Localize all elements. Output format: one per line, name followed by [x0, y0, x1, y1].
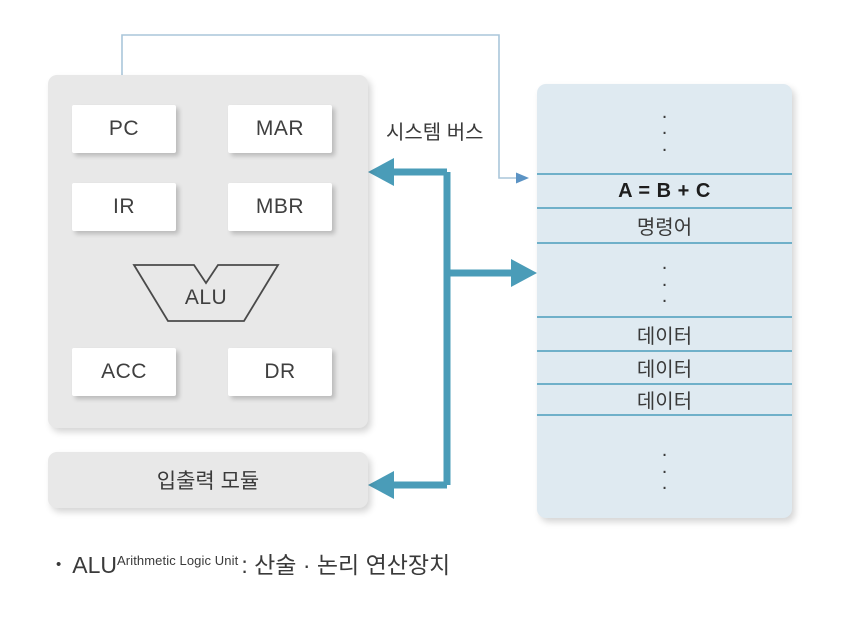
alu-shape-icon: [132, 264, 280, 322]
memory-divider: [537, 414, 792, 416]
memory-divider: [537, 173, 792, 175]
caption: • ALU Arithmetic Logic Unit : 산술 · 논리 연산…: [56, 546, 450, 580]
caption-definition: : 산술 · 논리 연산장치: [241, 552, 451, 578]
memory-row-instruction[interactable]: A = B + C: [537, 175, 792, 207]
memory-divider: [537, 207, 792, 209]
memory-divider: [537, 350, 792, 352]
memory-row-instruction-word[interactable]: 명령어: [537, 209, 792, 242]
caption-superscript: Arithmetic Logic Unit: [117, 553, 239, 568]
register-pc[interactable]: PC: [72, 105, 176, 153]
memory-row-dots-bottom: ...: [537, 416, 792, 518]
memory-row-data-2[interactable]: 데이터: [537, 352, 792, 383]
caption-term: ALU: [72, 552, 118, 578]
memory-row-data-3-label: 데이터: [636, 391, 693, 413]
vertical-dots-icon: ...: [661, 100, 668, 156]
register-acc[interactable]: ACC: [72, 348, 176, 396]
alu-label: ALU: [184, 286, 228, 309]
memory-row-data-1-label: 데이터: [636, 325, 693, 348]
memory-divider: [537, 383, 792, 385]
memory-row-dots-top: ...: [537, 84, 792, 173]
register-mar[interactable]: MAR: [228, 105, 332, 153]
register-mbr[interactable]: MBR: [228, 183, 332, 231]
register-dr[interactable]: DR: [228, 348, 332, 396]
io-module[interactable]: 입출력 모듈: [48, 452, 368, 508]
memory-row-instruction-label: A = B + C: [618, 179, 711, 202]
alu-unit[interactable]: ALU: [132, 262, 280, 324]
vertical-dots-icon: ...: [661, 439, 668, 495]
memory-row-data-1[interactable]: 데이터: [537, 318, 792, 350]
memory-row-instruction-word-label: 명령어: [636, 217, 693, 239]
system-bus-label: 시스템 버스: [386, 122, 484, 144]
vertical-dots-icon: ...: [661, 252, 668, 308]
memory-row-dots-mid: ...: [537, 244, 792, 316]
register-ir[interactable]: IR: [72, 183, 176, 231]
memory-divider: [537, 316, 792, 318]
bullet-icon: •: [56, 556, 62, 573]
memory-divider: [537, 242, 792, 244]
memory-row-data-3[interactable]: 데이터: [537, 385, 792, 414]
memory-row-data-2-label: 데이터: [636, 359, 693, 381]
system-bus-arrows: [368, 158, 537, 499]
memory-block: ... A = B + C 명령어 ... 데이터 데이터 데이터: [537, 84, 792, 518]
io-module-label: 입출력 모듈: [156, 470, 260, 493]
